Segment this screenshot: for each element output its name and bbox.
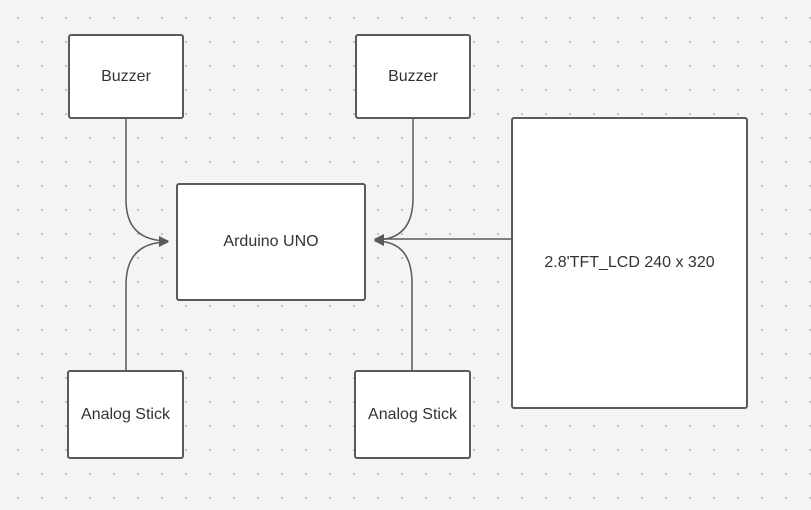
block-buzzer-left[interactable]: Buzzer: [68, 34, 184, 119]
connector-stick-left-to-arduino: [125, 237, 169, 370]
block-arduino-uno[interactable]: Arduino UNO: [176, 183, 366, 301]
block-tft-lcd[interactable]: 2.8'TFT_LCD 240 x 320: [511, 117, 748, 409]
block-buzzer-right[interactable]: Buzzer: [355, 34, 471, 119]
block-label: Analog Stick: [368, 405, 457, 423]
connector-buzzer-right-to-arduino: [374, 119, 414, 245]
block-label: Buzzer: [101, 67, 151, 85]
connector-stick-right-to-arduino: [374, 236, 413, 370]
connector-buzzer-left-to-arduino: [125, 119, 169, 246]
block-analog-stick-right[interactable]: Analog Stick: [354, 370, 471, 459]
block-label: Arduino UNO: [223, 233, 319, 250]
block-analog-stick-left[interactable]: Analog Stick: [67, 370, 184, 459]
block-label: Buzzer: [388, 67, 438, 85]
block-label: Analog Stick: [81, 405, 170, 423]
block-label: 2.8'TFT_LCD 240 x 320: [544, 254, 715, 271]
